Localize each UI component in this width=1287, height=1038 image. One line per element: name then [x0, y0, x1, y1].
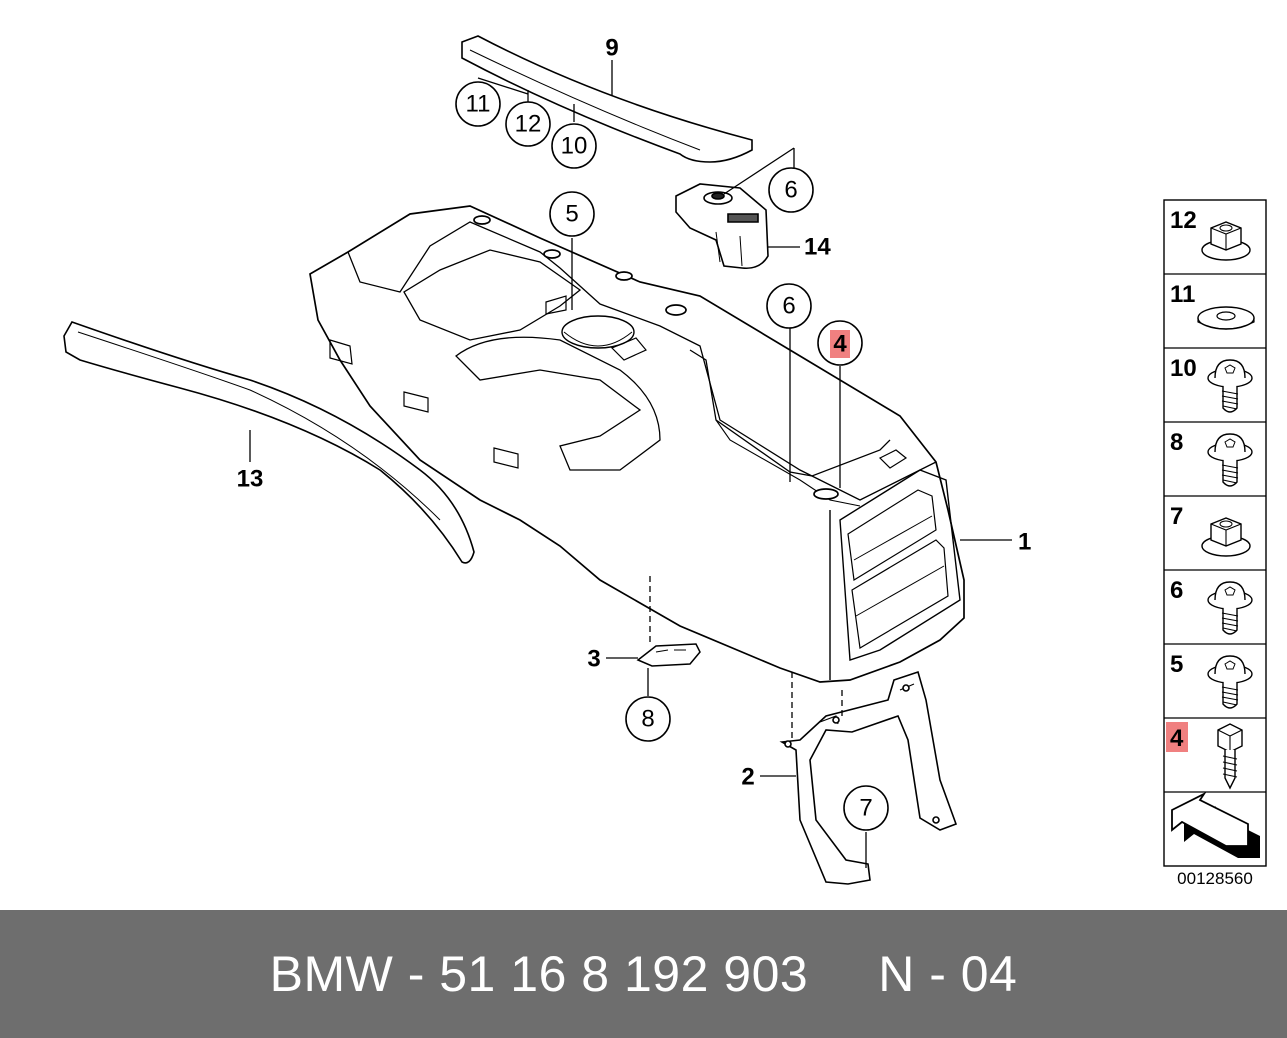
clip-3 [636, 643, 701, 667]
image-number: 00128560 [1177, 869, 1253, 888]
arrow-icon [1171, 791, 1260, 858]
trim-strip-9 [461, 35, 753, 163]
legend-label-12: 12 [1170, 207, 1197, 234]
fastener-legend: 12 11 10 8 7 6 5 4 [1163, 199, 1267, 867]
callout-1: 1 [1018, 528, 1031, 555]
switch-cover-14 [675, 183, 769, 270]
center-console-1 [309, 205, 965, 683]
legend-label-6: 6 [1170, 577, 1183, 604]
callout-11: 11 [466, 90, 491, 117]
callout-3: 3 [587, 645, 600, 672]
legend-label-11: 11 [1170, 281, 1195, 308]
callout-6-upper: 6 [784, 176, 797, 203]
legend-label-10: 10 [1170, 355, 1197, 382]
page-code: N - 04 [878, 946, 1018, 1002]
callout-6-lower: 6 [782, 292, 795, 319]
callouts: 9 11 12 10 6 14 5 6 4 13 1 3 8 2 7 [237, 34, 1031, 831]
callout-7: 7 [859, 794, 872, 821]
callout-14: 14 [804, 233, 831, 260]
parts-diagram: 9 11 12 10 6 14 5 6 4 13 1 3 8 2 7 [63, 34, 1267, 888]
legend-label-8: 8 [1170, 429, 1183, 456]
legend-label-7: 7 [1170, 503, 1183, 530]
callout-10: 10 [561, 132, 588, 159]
side-trim-13 [63, 321, 475, 564]
legend-label-5: 5 [1170, 651, 1183, 678]
part-number: BMW - 51 16 8 192 903 [269, 946, 809, 1002]
leader-lines [249, 60, 1012, 868]
callout-5: 5 [565, 200, 578, 227]
callout-8: 8 [641, 705, 654, 732]
legend-highlight-4 [1166, 722, 1188, 752]
footer-bar: BMW - 51 16 8 192 903 N - 04 [0, 910, 1287, 1038]
washer-icon [1197, 306, 1255, 330]
bracket-2 [779, 670, 958, 885]
callout-2: 2 [741, 763, 754, 790]
legend-label-4: 4 [1170, 725, 1184, 752]
highlight-marker [830, 330, 850, 358]
callout-12: 12 [515, 110, 542, 137]
callout-9: 9 [605, 34, 618, 61]
callout-4: 4 [833, 330, 847, 357]
callout-13: 13 [237, 465, 264, 492]
